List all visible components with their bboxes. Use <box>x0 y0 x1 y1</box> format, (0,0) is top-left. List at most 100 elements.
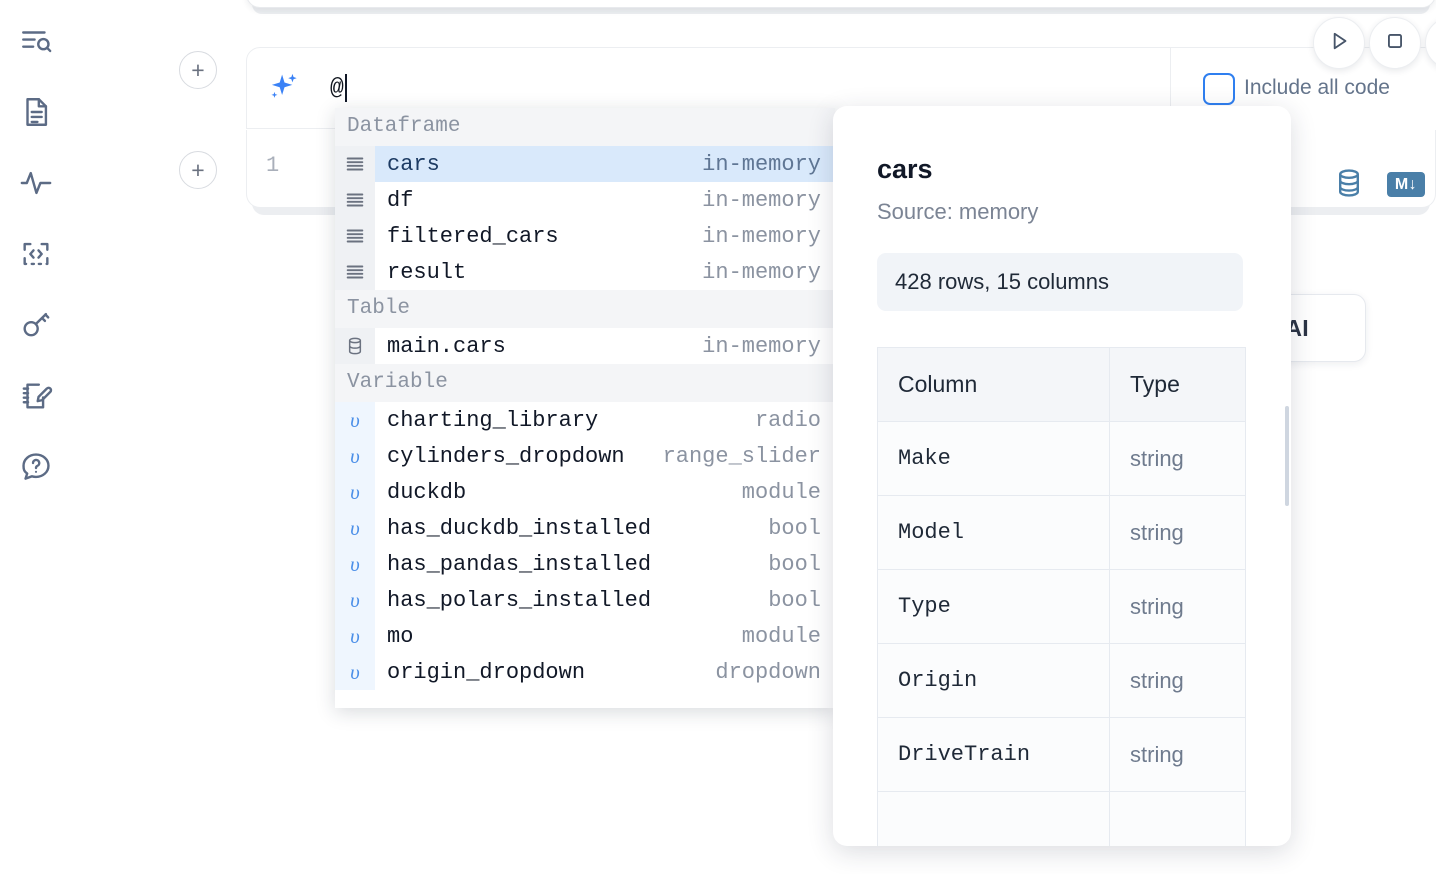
rows-icon <box>335 254 375 290</box>
notepad-pencil-icon <box>19 379 53 413</box>
run-button[interactable] <box>1313 17 1365 69</box>
sidebar-item-activity[interactable] <box>10 157 62 209</box>
markdown-badge[interactable]: M↓ <box>1387 172 1425 197</box>
schema-column-name: Origin <box>877 643 1110 718</box>
rows-icon <box>335 146 375 182</box>
autocomplete-item-type: in-memory <box>702 333 821 359</box>
autocomplete-item-name: result <box>387 259 467 285</box>
autocomplete-item-type: in-memory <box>702 259 821 285</box>
doc-title: cars <box>877 154 933 184</box>
autocomplete-item-name: charting_library <box>387 407 599 433</box>
autocomplete-section-dataframe: Dataframe <box>335 108 835 146</box>
autocomplete-item-type: in-memory <box>702 187 821 213</box>
autocomplete-item-name: cylinders_dropdown <box>387 443 625 469</box>
help-chat-icon <box>19 450 53 484</box>
schema-type-header: Type <box>1109 347 1246 422</box>
database-icon[interactable] <box>1333 167 1365 204</box>
code-brackets-icon <box>19 237 53 271</box>
rows-icon <box>335 182 375 218</box>
autocomplete-item-name: cars <box>387 151 440 177</box>
autocomplete-item[interactable]: df in-memory <box>335 182 835 218</box>
autocomplete-item[interactable]: result in-memory <box>335 254 835 290</box>
schema-column-name: Type <box>877 569 1110 644</box>
generate-with-ai-label: AI <box>1285 314 1309 341</box>
text-caret <box>344 74 347 102</box>
line-number: 1 <box>266 153 280 178</box>
autocomplete-item[interactable]: υ has_polars_installed bool <box>335 582 835 618</box>
autocomplete-item-type: module <box>741 479 821 505</box>
autocomplete-item-name: has_polars_installed <box>387 587 652 613</box>
schema-column-header: Column <box>877 347 1110 422</box>
previous-cell-shadow <box>252 4 1430 14</box>
schema-table-header-row: Column Type <box>877 347 1246 422</box>
autocomplete-item-type: radio <box>754 407 821 433</box>
schema-column-name: DriveTrain <box>877 717 1110 792</box>
variable-icon: υ <box>335 510 375 546</box>
rows-icon <box>335 218 375 254</box>
variable-icon: υ <box>335 402 375 438</box>
autocomplete-item-type: bool <box>768 515 821 541</box>
sidebar-item-help[interactable] <box>10 441 62 493</box>
sidebar-item-explore[interactable] <box>10 15 62 67</box>
autocomplete-item-name: df <box>387 187 414 213</box>
variable-icon: υ <box>335 654 375 690</box>
autocomplete-item-name: origin_dropdown <box>387 659 586 685</box>
autocomplete-item-type: bool <box>768 551 821 577</box>
activity-icon <box>19 166 53 200</box>
variable-icon: υ <box>335 438 375 474</box>
stop-button[interactable] <box>1369 17 1421 69</box>
sidebar-item-secrets[interactable] <box>10 299 62 351</box>
schema-table-row-clipped <box>877 791 1246 846</box>
autocomplete-item-type: module <box>741 623 821 649</box>
stop-square-icon <box>1382 28 1408 59</box>
add-cell-button-bottom[interactable]: + <box>179 151 217 189</box>
add-cell-button-top[interactable]: + <box>179 51 217 89</box>
key-icon <box>19 308 53 342</box>
schema-column-type: string <box>1109 569 1246 644</box>
include-all-code-checkbox[interactable] <box>1203 73 1235 105</box>
schema-column-type: string <box>1109 421 1246 496</box>
autocomplete-item[interactable]: υ cylinders_dropdown range_slider <box>335 438 835 474</box>
sidebar-item-notebook[interactable] <box>10 86 62 138</box>
document-icon <box>19 95 53 129</box>
autocomplete-item-type: bool <box>768 587 821 613</box>
autocomplete-item-name: has_pandas_installed <box>387 551 652 577</box>
autocomplete-item-type: in-memory <box>702 223 821 249</box>
play-triangle-icon <box>1326 28 1352 59</box>
schema-column-type <box>1109 791 1246 846</box>
autocomplete-item-name: has_duckdb_installed <box>387 515 652 541</box>
documentation-popover: cars Source: memory 428 rows, 15 columns… <box>833 106 1291 846</box>
autocomplete-item-type: range_slider <box>662 443 821 469</box>
schema-column-name <box>877 791 1110 846</box>
sidebar-item-snippets[interactable] <box>10 228 62 280</box>
schema-column-name: Model <box>877 495 1110 570</box>
autocomplete-item[interactable]: υ has_duckdb_installed bool <box>335 510 835 546</box>
doc-source: Source: memory <box>877 199 1039 224</box>
sidebar-item-scratchpad[interactable] <box>10 370 62 422</box>
autocomplete-item[interactable]: υ charting_library radio <box>335 402 835 438</box>
sidebar-rail <box>0 0 72 874</box>
include-all-code-label: Include all code <box>1244 76 1390 99</box>
autocomplete-section-table: Table <box>335 290 835 328</box>
autocomplete-item-name: duckdb <box>387 479 467 505</box>
doc-scrollbar[interactable] <box>1285 406 1289 506</box>
ai-prompt-input[interactable]: @ <box>330 62 1150 114</box>
schema-column-type: string <box>1109 643 1246 718</box>
ai-prompt-input-value: @ <box>330 75 344 101</box>
variable-icon: υ <box>335 582 375 618</box>
schema-column-name: Make <box>877 421 1110 496</box>
previous-cell[interactable] <box>246 0 1436 8</box>
